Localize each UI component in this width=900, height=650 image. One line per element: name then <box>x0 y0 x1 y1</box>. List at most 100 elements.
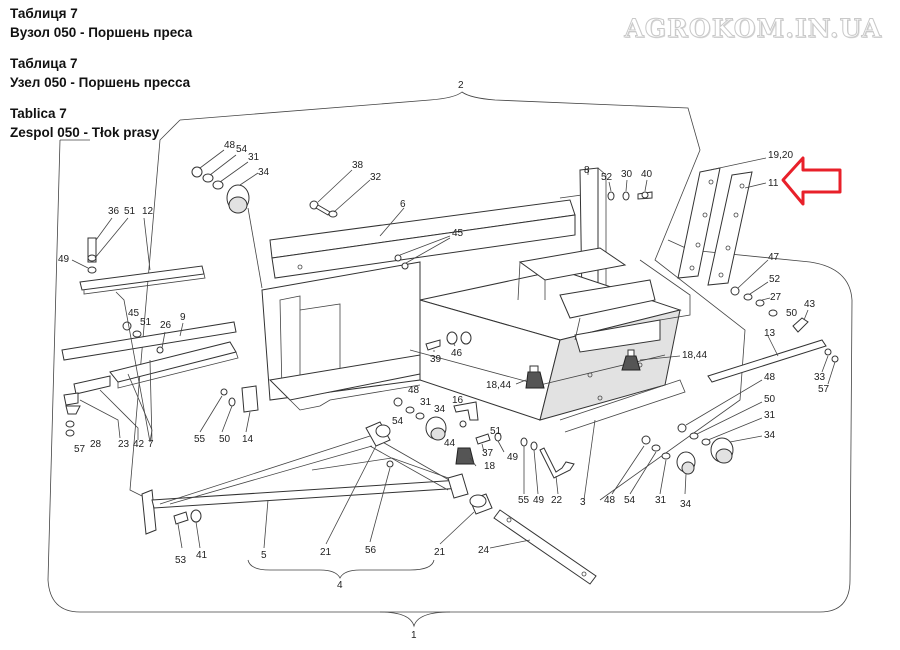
callout-53: 53 <box>175 555 187 566</box>
callout-12: 12 <box>142 206 154 217</box>
callout-7: 7 <box>148 439 154 450</box>
callout-14: 14 <box>242 434 254 445</box>
callout-40: 40 <box>641 169 653 180</box>
leader-31a <box>219 161 249 183</box>
callout-39: 39 <box>430 354 442 365</box>
callout-36: 36 <box>108 206 120 217</box>
callout-52b: 52 <box>769 274 781 285</box>
leader-53-41 <box>177 521 201 549</box>
roller-assembly-top-left <box>191 166 250 214</box>
callout-28: 28 <box>90 439 102 450</box>
assembly-name: Узел 050 - Поршень пресса <box>10 75 191 90</box>
callout-56: 56 <box>365 545 377 556</box>
leader-24 <box>489 539 531 549</box>
bar-12 <box>79 237 206 295</box>
callout-41: 41 <box>196 550 208 561</box>
callout-55a: 55 <box>194 434 206 445</box>
press-frame <box>261 167 691 433</box>
callout-21b: 21 <box>434 547 446 558</box>
callout-50a: 50 <box>786 308 798 319</box>
callout-3: 3 <box>580 497 586 508</box>
callout-27: 27 <box>770 292 782 303</box>
callout-48b: 48 <box>408 385 420 396</box>
leader-56 <box>369 467 391 543</box>
assembly-name: Вузол 050 - Поршень преса <box>10 25 193 40</box>
leader-52-30-40 <box>608 179 648 192</box>
leader-1844a <box>639 355 681 361</box>
callout-32: 32 <box>370 172 382 183</box>
fasteners-52-30-40 <box>607 191 653 201</box>
roller-assembly-right-lower <box>641 435 696 475</box>
table-number: Таблица 7 <box>10 56 78 71</box>
callout-2: 2 <box>458 80 464 91</box>
leader-38 <box>317 169 353 203</box>
callout-1844b: 18,44 <box>486 380 511 391</box>
callout-54c: 54 <box>624 495 636 506</box>
leader-49a <box>71 259 89 269</box>
table-number: Таблиця 7 <box>10 6 78 21</box>
callout-34b: 34 <box>434 404 446 415</box>
callout-18: 18 <box>484 461 496 472</box>
callout-31c: 31 <box>655 495 667 506</box>
callout-6: 6 <box>400 199 406 210</box>
leader-26-9 <box>161 322 184 349</box>
callout-42: 42 <box>133 439 145 450</box>
leader-5 <box>263 499 269 549</box>
callout-34a: 34 <box>258 167 270 178</box>
leader-1844b <box>515 379 527 385</box>
leader-6 <box>379 207 405 237</box>
leader-3 <box>583 419 596 501</box>
pin-39-46 <box>425 331 472 351</box>
callout-51c: 51 <box>490 426 502 437</box>
assembly-4-brace <box>247 559 435 579</box>
callout-26: 26 <box>160 320 172 331</box>
callout-49a: 49 <box>58 254 70 265</box>
callout-31a: 31 <box>248 152 260 163</box>
bar-9 <box>61 321 239 389</box>
leader-19-20 <box>709 157 767 171</box>
arrow-left-icon <box>781 156 842 206</box>
callout-34d: 34 <box>764 430 776 441</box>
leader-45a <box>399 235 451 264</box>
callout-43: 43 <box>804 299 816 310</box>
title-polish: Tablica 7 Zespol 050 - Tłok prasy <box>10 104 192 142</box>
callout-54b: 54 <box>392 416 404 427</box>
cone-18-44-left <box>525 365 545 389</box>
callout-50b: 50 <box>219 434 231 445</box>
callout-47: 47 <box>768 252 780 263</box>
callout-31b: 31 <box>420 397 432 408</box>
callout-1844a: 18,44 <box>682 350 707 361</box>
leader-33-57 <box>821 355 836 385</box>
callout-11: 11 <box>768 178 779 189</box>
callout-22: 22 <box>551 495 563 506</box>
leader-13 <box>767 335 779 357</box>
left-bracket-7 <box>115 291 153 443</box>
bracket-16 <box>453 401 502 465</box>
table-number: Tablica 7 <box>10 106 67 121</box>
callout-30: 30 <box>621 169 633 180</box>
leader-right-lower <box>611 445 687 495</box>
bushing-21 <box>469 493 493 515</box>
callout-46: 46 <box>451 348 463 359</box>
leader-right-upper <box>685 379 763 443</box>
shaft-24 <box>493 509 597 585</box>
callout-34c: 34 <box>680 499 692 510</box>
assembly-boundary <box>47 139 853 613</box>
rail-11 <box>707 171 753 286</box>
leader-55-50-14 <box>199 395 251 433</box>
callout-48a: 48 <box>224 140 236 151</box>
leader-32 <box>333 179 371 213</box>
bolts-45-top <box>394 254 409 270</box>
callout-33: 33 <box>814 372 826 383</box>
callout-48c: 48 <box>604 495 616 506</box>
callout-5: 5 <box>261 550 267 561</box>
callout-19-20: 19,20 <box>768 150 793 161</box>
watermark: AGROKOM.IN.UA <box>624 14 882 44</box>
leader-roller-to-frame <box>247 207 263 289</box>
callout-13: 13 <box>764 328 776 339</box>
callout-1: 1 <box>411 630 417 641</box>
callout-9: 9 <box>180 312 186 323</box>
title-ukrainian: Таблиця 7 Вузол 050 - Поршень преса <box>10 4 192 42</box>
leader-48a <box>199 149 225 169</box>
